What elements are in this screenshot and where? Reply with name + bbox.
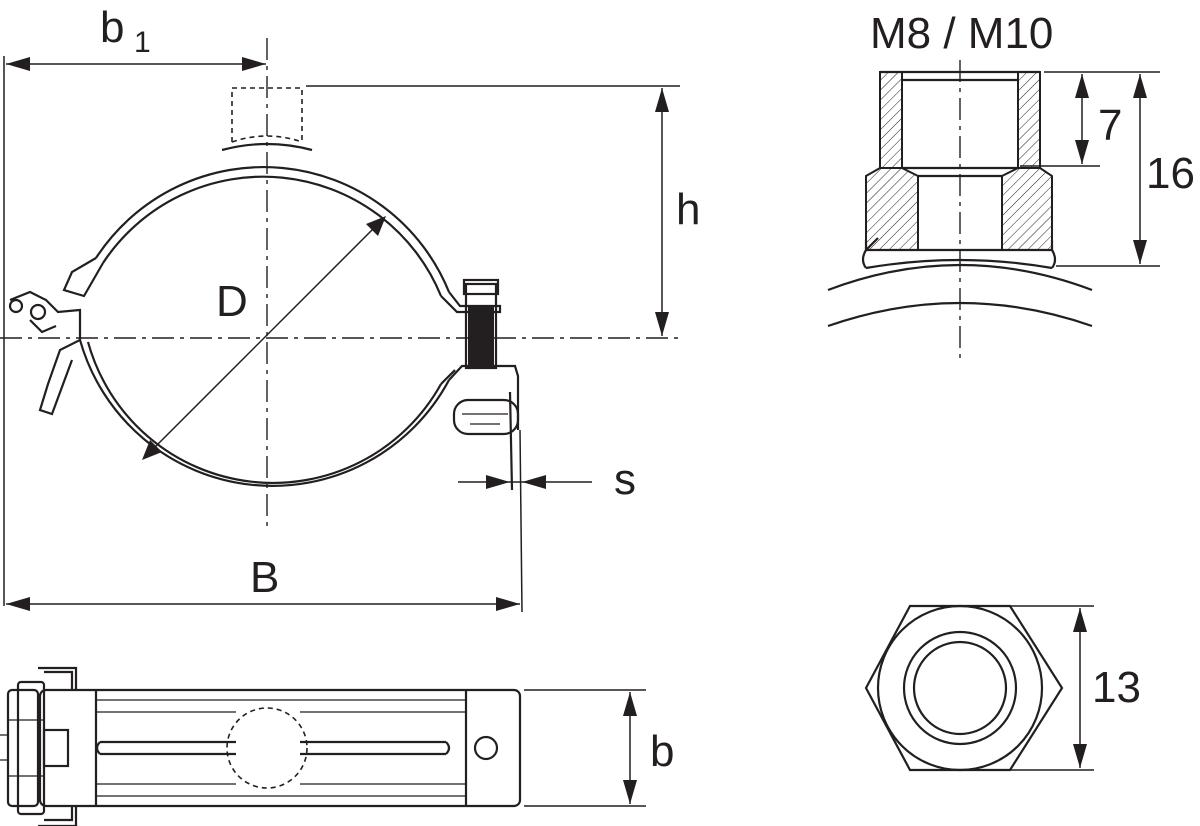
thread-label: M8 / M10 bbox=[870, 9, 1053, 58]
b1-dimension bbox=[3, 56, 266, 606]
nut-section-view bbox=[827, 60, 1093, 360]
depth-16-label: 16 bbox=[1146, 149, 1195, 198]
clamp-top-view bbox=[0, 666, 522, 826]
B-label: B bbox=[250, 553, 279, 602]
hex-13-label: 13 bbox=[1092, 663, 1141, 712]
D-label: D bbox=[216, 277, 248, 326]
clamp-front-view bbox=[0, 38, 680, 528]
b1-label: b bbox=[100, 3, 124, 52]
b-label: b bbox=[650, 727, 674, 776]
depth-dimensions bbox=[1020, 71, 1160, 267]
s-label: s bbox=[614, 455, 636, 504]
h-label: h bbox=[676, 185, 700, 234]
diameter-dimension bbox=[142, 216, 386, 460]
hex-nut-view bbox=[864, 604, 1064, 772]
hex-dimension bbox=[1010, 605, 1094, 771]
s-dimension bbox=[458, 429, 592, 613]
b-dimension bbox=[524, 689, 646, 807]
h-dimension bbox=[306, 85, 680, 336]
b1-subscript: 1 bbox=[134, 26, 151, 59]
B-dimension bbox=[6, 597, 520, 611]
depth-7-label: 7 bbox=[1098, 101, 1122, 150]
